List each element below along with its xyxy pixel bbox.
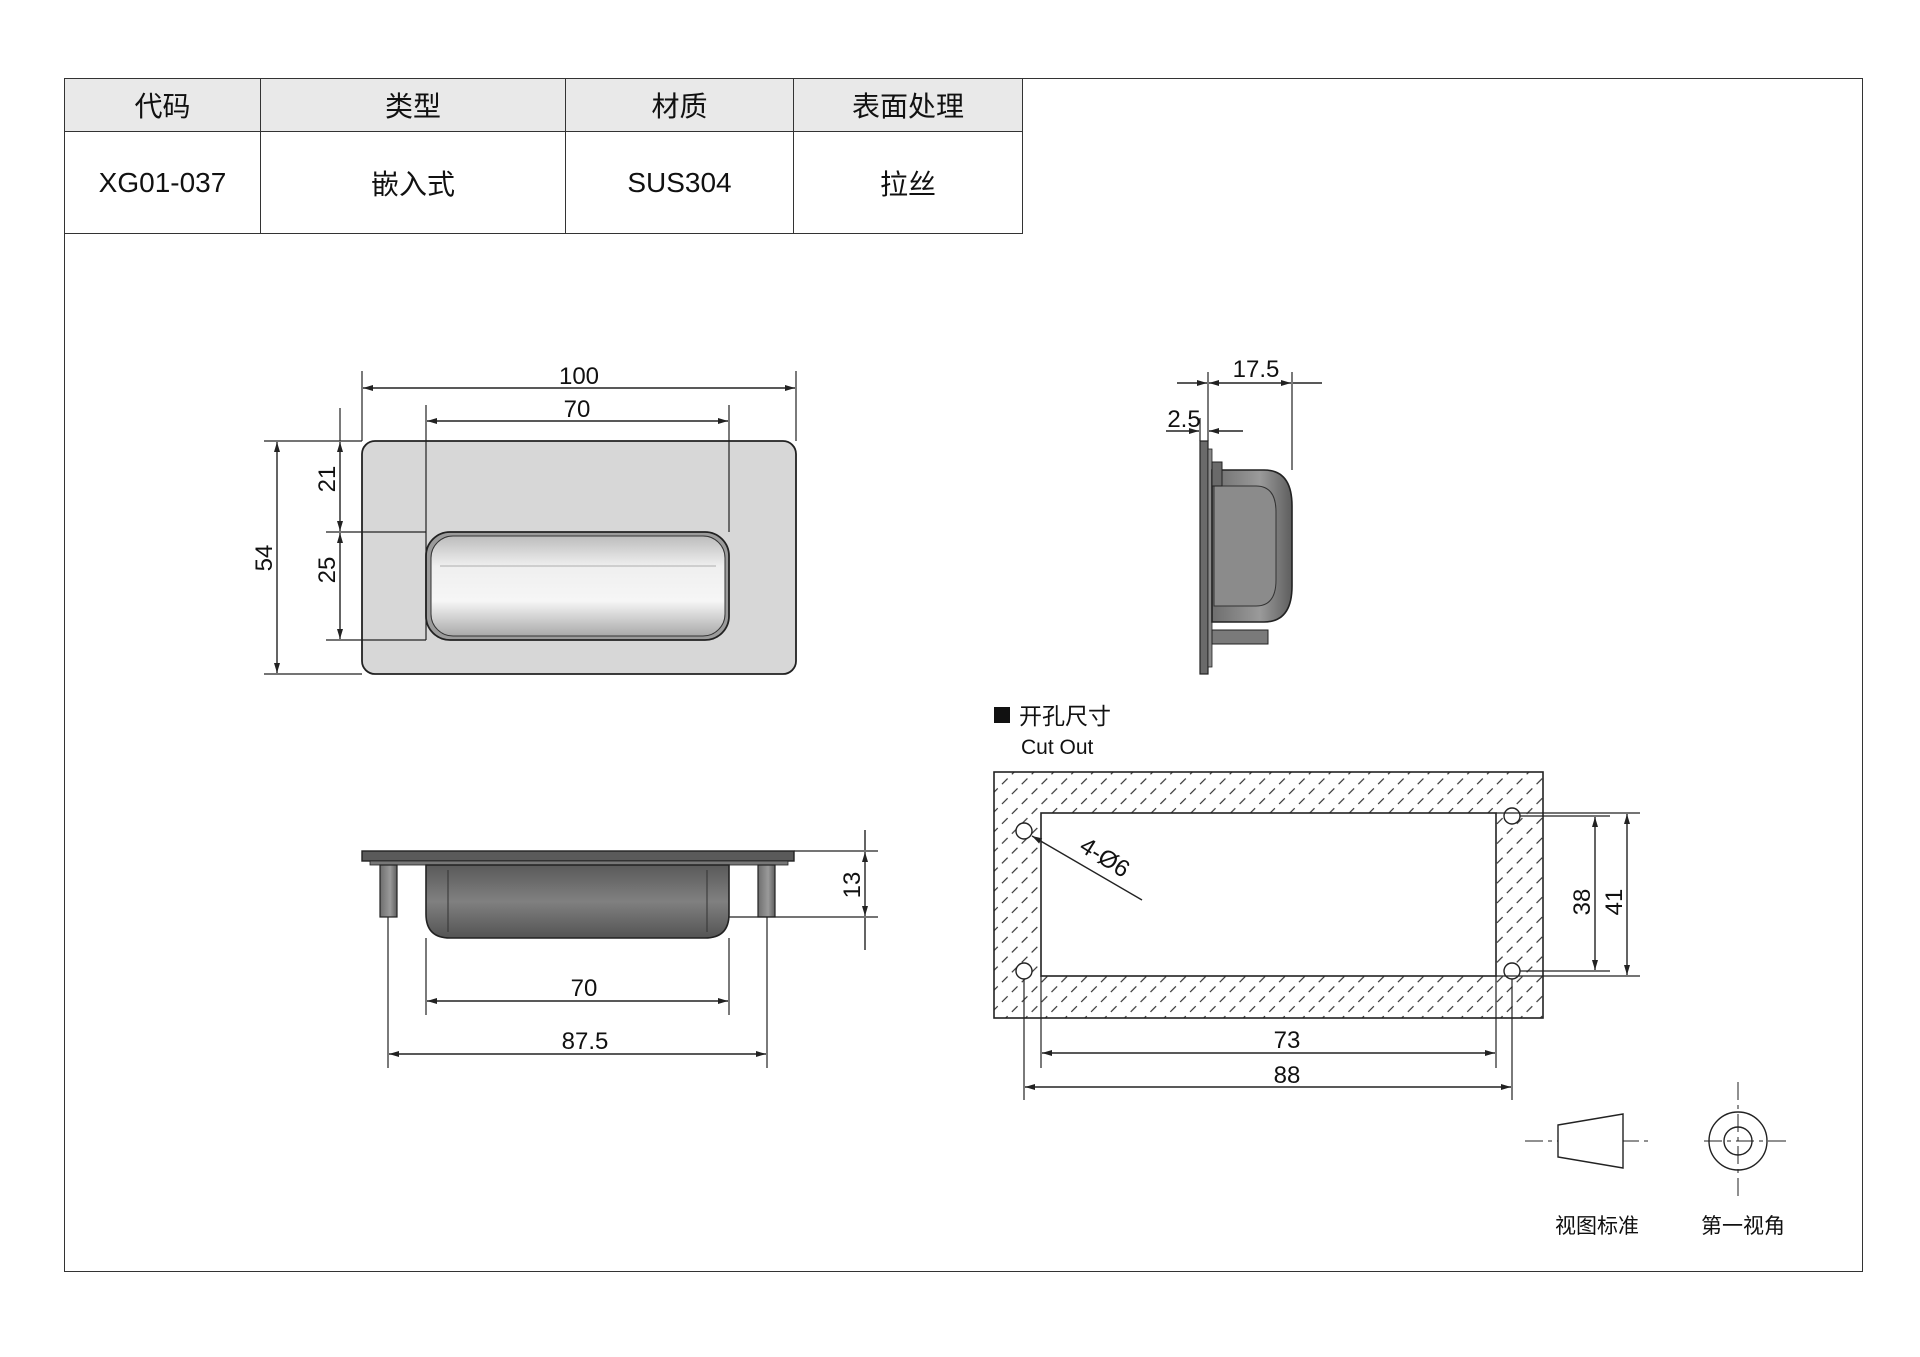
front-grip (430, 535, 726, 637)
spec-header-row: 代码 类型 材质 表面处理 (64, 78, 1023, 132)
cutout-title-square (994, 707, 1010, 723)
first-angle-label: 第一视角 (1701, 1215, 1785, 1238)
side-flange (1199, 440, 1209, 675)
projection-symbol: 视图标准 第一视角 (1525, 1082, 1790, 1238)
projection-circle-inner (1723, 1126, 1753, 1156)
hole-top-left (1015, 822, 1033, 840)
dim-flange-2-5: 2.5 (1167, 406, 1200, 433)
dim-height-13: 13 (839, 872, 866, 899)
dim-cutout-88: 88 (1274, 1062, 1301, 1089)
header-type: 类型 (260, 78, 566, 132)
dim-cutout-73: 73 (1274, 1027, 1301, 1054)
value-type: 嵌入式 (260, 131, 566, 234)
dim-width-100: 100 (559, 363, 599, 390)
bottom-stud-left (379, 864, 398, 918)
value-surface: 拉丝 (793, 131, 1023, 234)
cutout-title-en: Cut Out (1021, 736, 1094, 759)
projection-circle-outer (1708, 1111, 1768, 1171)
side-view: 17.5 2.5 (1166, 356, 1322, 675)
spec-table: 代码 类型 材质 表面处理 XG01-037 嵌入式 SUS304 拉丝 (64, 78, 1023, 234)
value-code: XG01-037 (64, 131, 261, 234)
dim-cutout-38: 38 (1569, 889, 1596, 916)
bottom-grip-body (425, 864, 730, 939)
bottom-view: 13 70 87.5 (361, 830, 878, 1068)
front-view: 100 70 54 21 25 (251, 363, 797, 675)
spec-value-row: XG01-037 嵌入式 SUS304 拉丝 (64, 131, 1023, 234)
frustum-icon (1557, 1113, 1624, 1169)
bottom-plate (361, 850, 795, 862)
hole-bottom-left (1015, 962, 1033, 980)
dim-depth-17-5: 17.5 (1233, 356, 1280, 383)
dim-stud-spacing-87-5: 87.5 (562, 1028, 609, 1055)
cutout-inner (1040, 812, 1497, 977)
value-material: SUS304 (565, 131, 794, 234)
dim-grip-height-25: 25 (314, 557, 341, 584)
cutout-view: 开孔尺寸 Cut Out 4-Ø6 73 88 38 41 (993, 703, 1640, 1100)
cutout-title-cn: 开孔尺寸 (1019, 703, 1111, 729)
dim-height-54: 54 (251, 545, 278, 572)
hole-top-right (1503, 807, 1521, 825)
dim-grip-width-70-bottom: 70 (571, 975, 598, 1002)
dim-grip-width-70: 70 (564, 396, 591, 423)
header-material: 材质 (565, 78, 794, 132)
bottom-stud-right (757, 864, 776, 918)
view-standard-label: 视图标准 (1555, 1215, 1639, 1238)
dim-offset-21: 21 (314, 466, 341, 493)
dim-cutout-41: 41 (1601, 889, 1628, 916)
header-surface: 表面处理 (793, 78, 1023, 132)
